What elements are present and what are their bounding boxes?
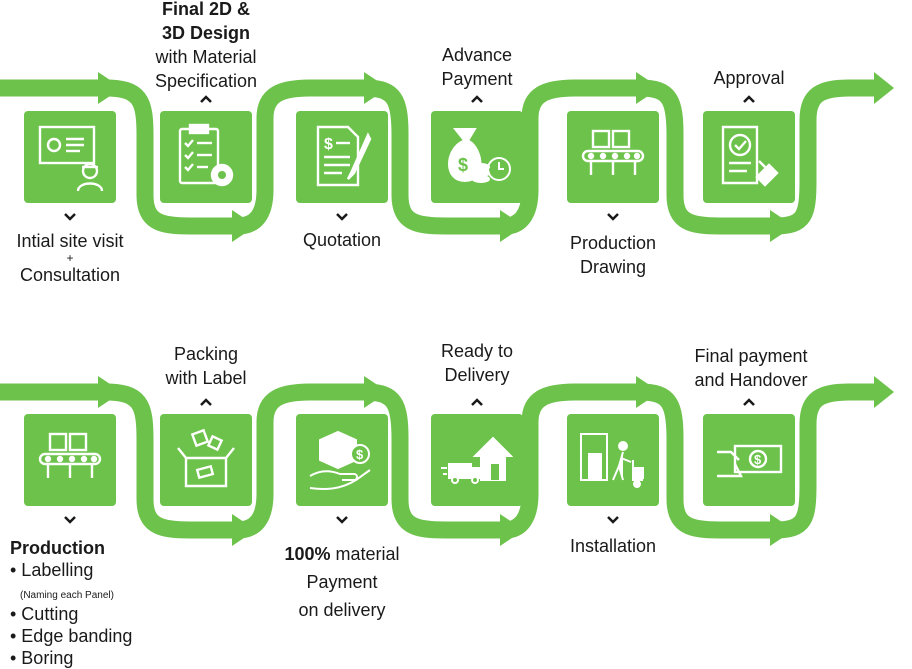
label-line: Quotation: [302, 230, 382, 250]
label-line: Advance: [441, 45, 513, 65]
chevron-down-icon: [606, 212, 620, 222]
label-production-drawing: Production Drawing: [518, 231, 708, 279]
label-material-payment: 100% material Payment on delivery: [247, 540, 437, 624]
list-item: • Boring: [10, 648, 74, 668]
list-item: • Labelling: [10, 560, 94, 580]
truck-house-icon: [441, 436, 513, 484]
presentation-worker-icon: [38, 125, 104, 192]
arrowhead-row1-start: [98, 72, 122, 104]
arrowhead-row1-end: [874, 72, 894, 104]
step-final-payment-card: $: [703, 414, 795, 506]
label-line: with Label: [165, 368, 247, 388]
arrowhead-row1-b: [364, 72, 388, 104]
step-site-visit-card: [24, 111, 116, 203]
label-line: Specification: [154, 71, 258, 91]
label-line: Ready to: [440, 341, 514, 361]
list-note: (Naming each Panel): [20, 590, 114, 601]
step-material-payment-card: $: [296, 414, 388, 506]
label-line: Approval: [713, 68, 785, 88]
arrowhead-row2-d: [636, 376, 660, 408]
label-ready-delivery: Ready to Delivery: [382, 339, 572, 387]
label-advance-payment: Advance Payment: [382, 43, 572, 91]
arrowhead-row2-c: [500, 514, 524, 546]
label-line: Final payment: [694, 346, 808, 366]
label-bold-line: Final 2D &: [161, 0, 250, 19]
chevron-up-icon: [470, 397, 484, 407]
step-approval-card: [703, 111, 795, 203]
conveyor-belt-icon: [38, 432, 102, 478]
label-bold-word: 100%: [284, 544, 331, 564]
list-item: • Edge banding: [10, 626, 133, 646]
label-line: Production: [569, 233, 657, 253]
step-production-drawing-card: [567, 111, 659, 203]
arrowhead-row2-a: [232, 514, 256, 546]
label-line: material: [330, 544, 400, 564]
step-production-card: [24, 414, 116, 506]
label-packing: Packing with Label: [111, 342, 301, 390]
arrowhead-row2-start: [98, 376, 122, 408]
label-approval: Approval: [654, 66, 844, 90]
step-ready-delivery-card: [431, 414, 523, 506]
arrowhead-row1-a: [232, 210, 256, 242]
arrowhead-row2-e: [770, 514, 794, 546]
document-pen-icon: $: [316, 125, 372, 187]
label-production-list: Production • Labelling (Naming each Pane…: [10, 537, 132, 669]
box-hand-payment-icon: $: [309, 430, 371, 490]
svg-text:$: $: [754, 452, 762, 467]
step-packing-card: [160, 414, 252, 506]
label-line: Delivery: [444, 365, 510, 385]
checklist-gear-icon: [178, 123, 234, 187]
label-line: Drawing: [579, 257, 647, 277]
packing-box-icon: [177, 428, 235, 488]
chevron-up-icon: [742, 397, 756, 407]
money-bag-clock-icon: $: [448, 128, 511, 183]
label-line: Payment: [306, 572, 378, 592]
chevron-up-icon: [742, 94, 756, 104]
chevron-up-icon: [199, 397, 213, 407]
label-bold-line: 3D Design: [161, 23, 251, 43]
label-line: Consultation: [19, 265, 121, 285]
label-line: Packing: [173, 344, 239, 364]
conveyor-belt-icon: [581, 129, 645, 175]
label-line: Intial site visit: [16, 231, 124, 251]
label-final-payment: Final payment and Handover: [656, 344, 846, 392]
arrowhead-row2-b: [364, 376, 388, 408]
label-line: Installation: [569, 536, 657, 556]
step-design-card: [160, 111, 252, 203]
step-quotation-card: $: [296, 111, 388, 203]
label-installation: Installation: [518, 534, 708, 558]
chevron-down-icon: [606, 515, 620, 525]
label-line: and Handover: [694, 370, 808, 390]
arrowhead-row1-e: [770, 210, 794, 242]
arrowhead-row1-c: [500, 210, 524, 242]
chevron-down-icon: [335, 212, 349, 222]
label-line: Payment: [441, 69, 513, 89]
arrowhead-row2-end: [874, 376, 894, 408]
label-line: with Material: [155, 47, 257, 67]
step-installation-card: [567, 414, 659, 506]
installation-trolley-icon: [580, 433, 644, 488]
step-advance-payment-card: $: [431, 111, 523, 203]
chevron-up-icon: [199, 94, 213, 104]
label-design: Final 2D & 3D Design with Material Speci…: [111, 0, 301, 93]
chevron-down-icon: [63, 515, 77, 525]
label-plus: +: [66, 251, 74, 265]
label-line: on delivery: [298, 600, 386, 620]
label-quotation: Quotation: [247, 228, 437, 252]
cash-hand-icon: $: [717, 444, 783, 478]
chevron-down-icon: [335, 515, 349, 525]
approval-stamp-icon: [721, 125, 779, 187]
chevron-down-icon: [63, 212, 77, 222]
chevron-up-icon: [470, 94, 484, 104]
list-item: • Cutting: [10, 604, 79, 624]
label-site-visit: Intial site visit + Consultation: [0, 229, 165, 287]
svg-text:$: $: [356, 447, 364, 462]
svg-text:$: $: [324, 136, 333, 153]
label-bold-line: Production: [10, 538, 105, 558]
svg-text:$: $: [458, 155, 468, 175]
arrowhead-row1-d: [636, 72, 660, 104]
